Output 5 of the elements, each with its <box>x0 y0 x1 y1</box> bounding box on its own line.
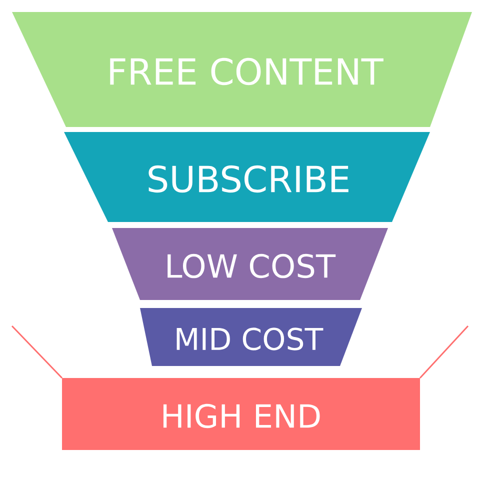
funnel-band: SUBSCRIBE <box>64 132 430 222</box>
funnel-band: FREE CONTENT <box>12 12 472 127</box>
base-box: HIGH END <box>62 378 420 450</box>
funnel-band: MID COST <box>140 308 362 366</box>
funnel-band: LOW COST <box>112 228 388 300</box>
